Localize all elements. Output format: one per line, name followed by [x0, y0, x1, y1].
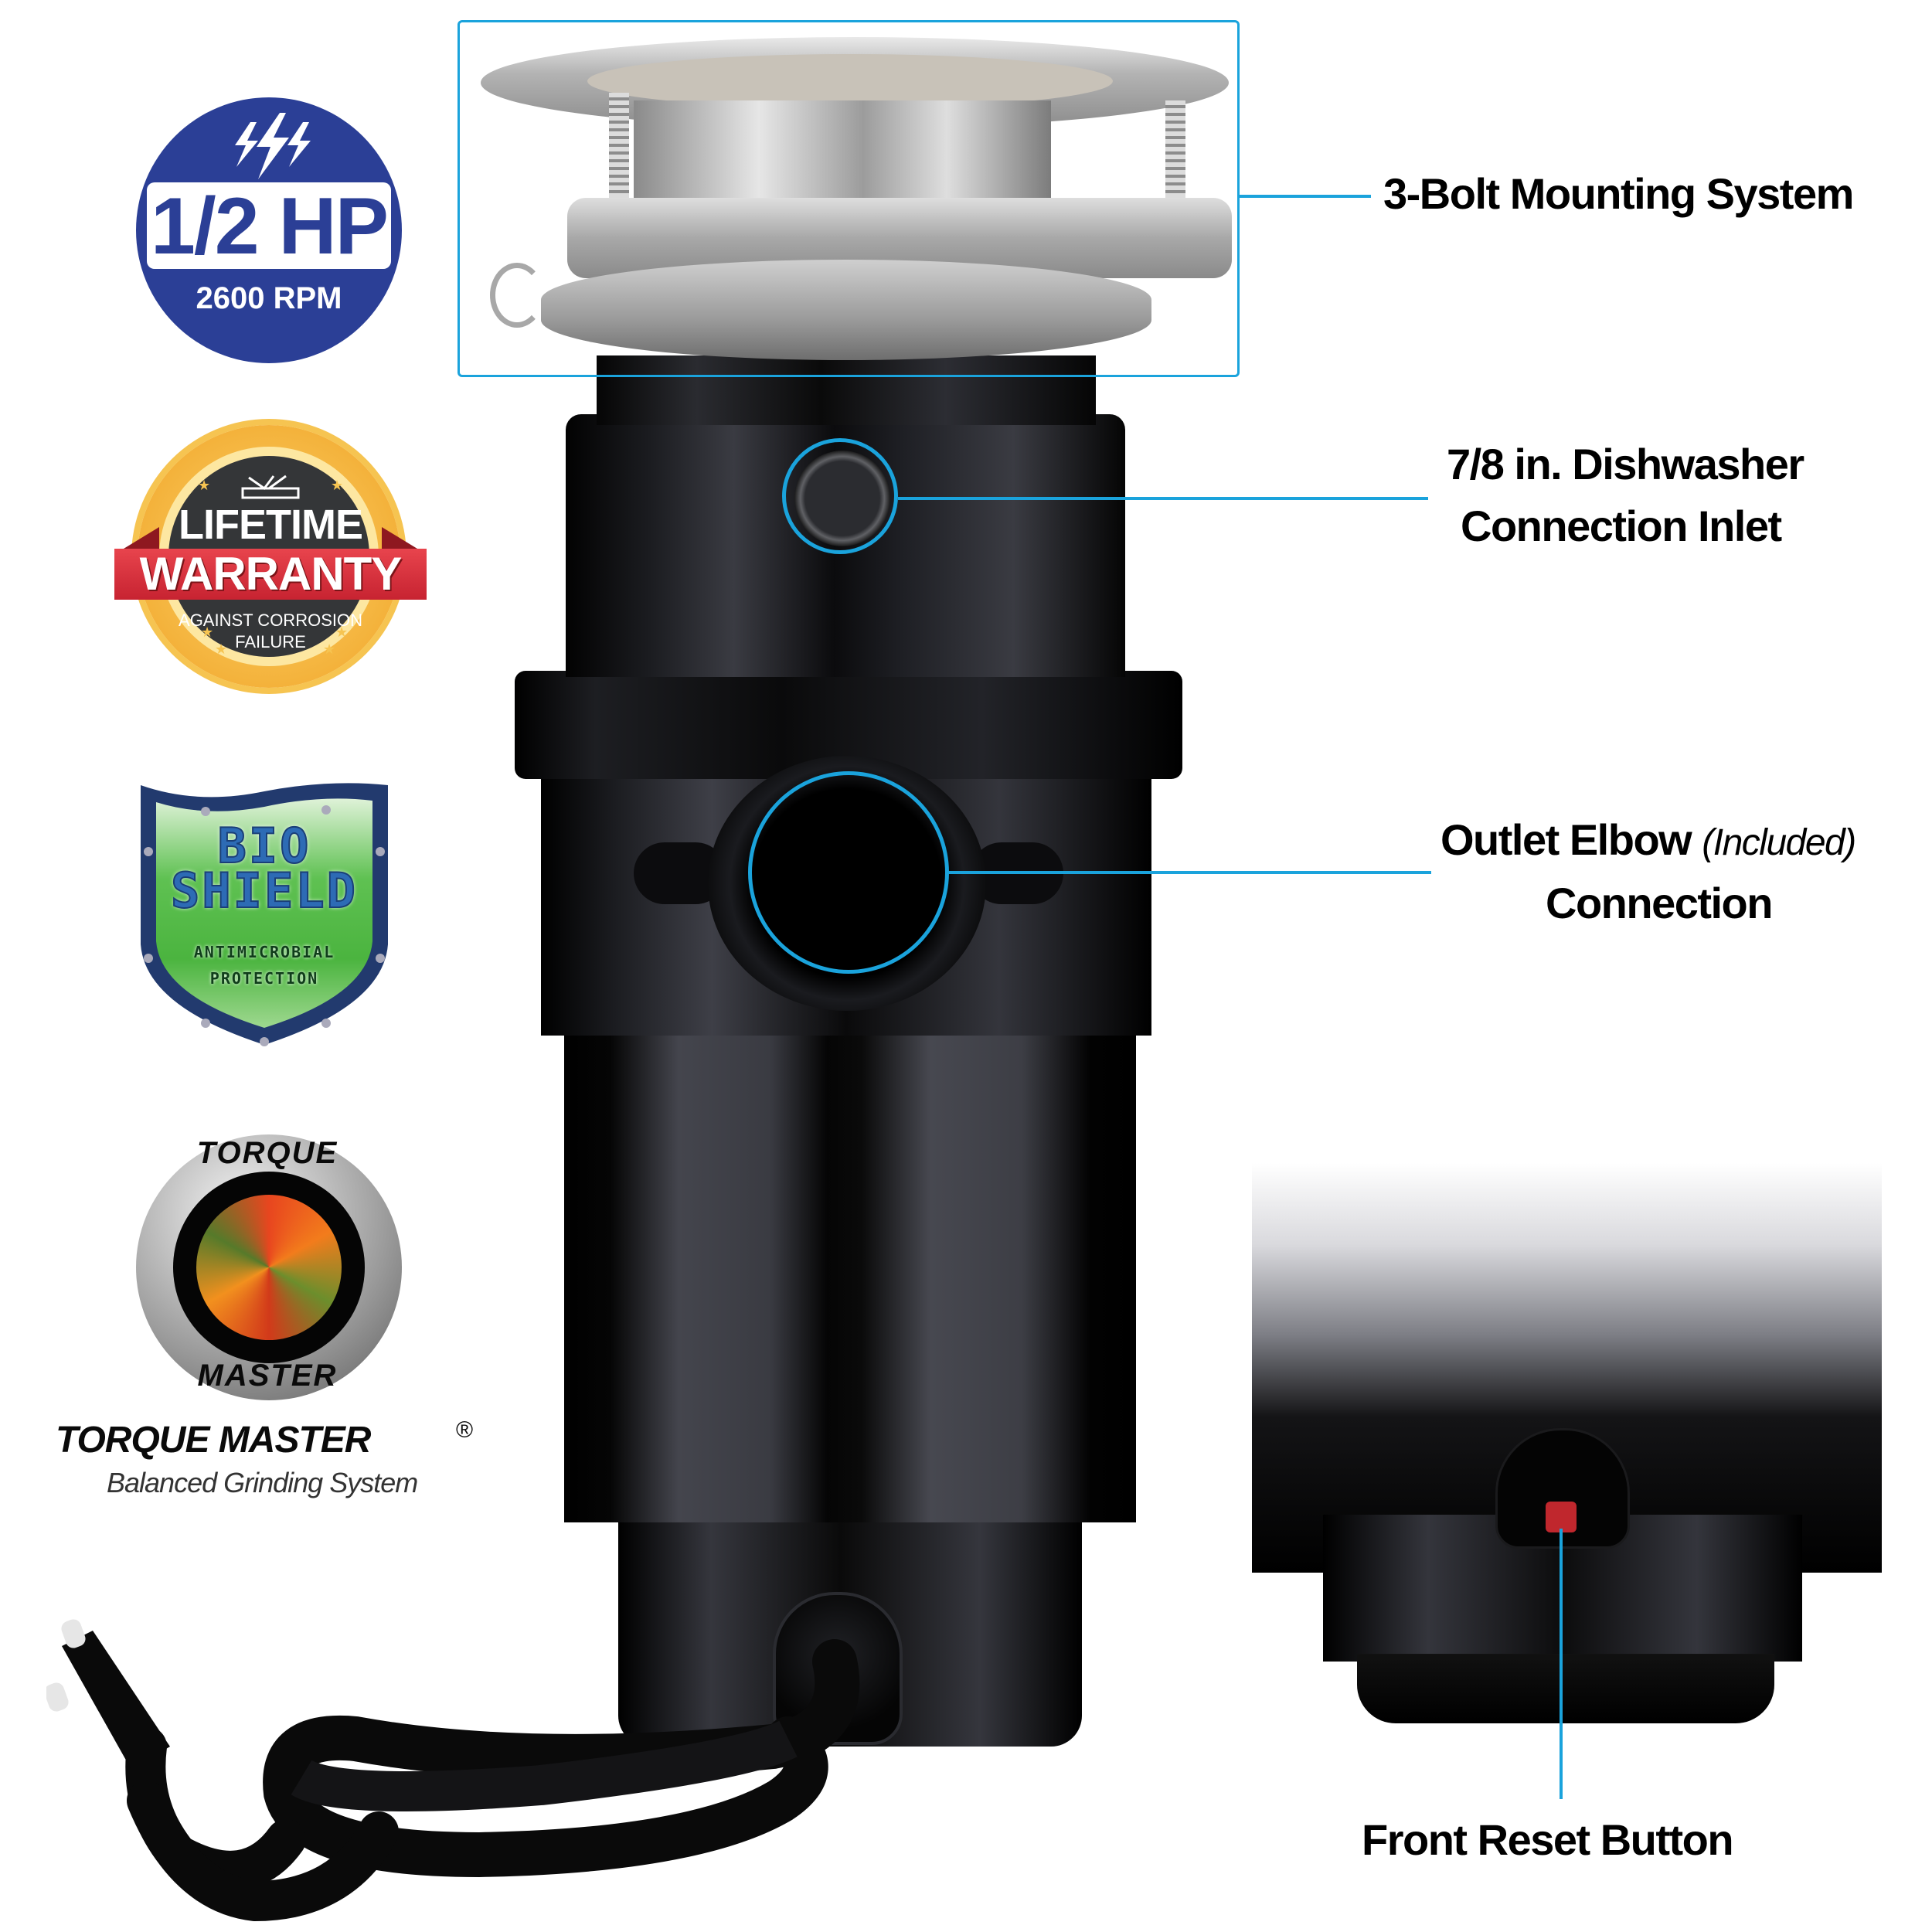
- star-icon: ★: [215, 641, 228, 657]
- dishwasher-label-line1: 7/8 in. Dishwasher: [1447, 440, 1804, 488]
- hp-value: 1/2 HP: [151, 182, 389, 271]
- surface-reflect-icon: [241, 474, 300, 499]
- mounting-system-highlight-frame: [457, 20, 1240, 377]
- reset-button[interactable]: [1546, 1502, 1577, 1532]
- bio-shield-badge: BIO SHIELD ANTIMICROBIAL PROTECTION: [136, 782, 393, 1048]
- horsepower-badge: 1/2 HP 2600 RPM: [136, 97, 402, 363]
- outlet-note: (Included): [1702, 822, 1856, 863]
- logo-ring-text-top: TORQUE: [196, 1136, 338, 1170]
- registered-mark: ®: [456, 1417, 474, 1443]
- star-icon: ★: [331, 478, 344, 493]
- snap-ring: [490, 263, 544, 328]
- power-cord: [46, 1619, 860, 1922]
- star-icon: ★: [323, 641, 336, 657]
- warranty-text: WARRANTY: [139, 548, 403, 600]
- mounting-callout-line: [1240, 195, 1371, 198]
- dishwasher-callout-line: [898, 497, 1428, 500]
- dishwasher-inlet-highlight-ring: [782, 438, 898, 554]
- mount-collar: [597, 355, 1096, 425]
- warranty-lifetime-text: LIFETIME: [179, 502, 363, 548]
- star-icon: ★: [198, 478, 211, 493]
- protection-text: PROTECTION: [209, 969, 319, 988]
- outlet-callout-line: [947, 871, 1431, 874]
- outlet-label-line2: Connection: [1546, 879, 1773, 927]
- dishwasher-label-line2: Connection Inlet: [1461, 502, 1782, 550]
- outlet-label-line1: Outlet Elbow (Included): [1440, 815, 1856, 864]
- mounting-bolt: [609, 93, 629, 209]
- star-icon: ★: [335, 624, 349, 640]
- mounting-assembly: [541, 260, 1151, 360]
- torque-master-logo: TORQUE MASTER: [136, 1134, 402, 1400]
- mounting-system-label: 3-Bolt Mounting System: [1383, 169, 1854, 218]
- torque-master-title: TORQUE MASTER: [56, 1420, 371, 1461]
- logo-ring-text-bottom: MASTER: [197, 1359, 338, 1393]
- torque-master-subtitle: Balanced Grinding System: [107, 1467, 418, 1498]
- warranty-subtext-2: FAILURE: [235, 632, 306, 651]
- antimicrobial-text: ANTIMICROBIAL: [193, 943, 335, 961]
- lightning-bolts-icon: [235, 113, 311, 179]
- hp-band: [147, 182, 391, 269]
- bio-shield-title: BIO SHIELD: [170, 818, 358, 919]
- plug-icon: [46, 1619, 170, 1770]
- shield-icon: [141, 783, 388, 1046]
- star-icon: ★: [201, 624, 214, 640]
- warranty-subtext: AGAINST CORROSION: [179, 611, 362, 630]
- reset-callout-line: [1560, 1529, 1563, 1799]
- lifetime-warranty-badge: ★ ★ ★ ★ ★ ★ LIFETIME WARRANTY AGAINST CO…: [114, 425, 427, 703]
- vegetable-swirl-icon: [196, 1195, 342, 1340]
- outlet-highlight-ring: [748, 771, 949, 974]
- motor-housing: [564, 1028, 1136, 1522]
- warranty-ribbon: [114, 549, 427, 600]
- rpm-value: 2600 RPM: [196, 281, 342, 315]
- reset-button-label: Front Reset Button: [1362, 1815, 1734, 1864]
